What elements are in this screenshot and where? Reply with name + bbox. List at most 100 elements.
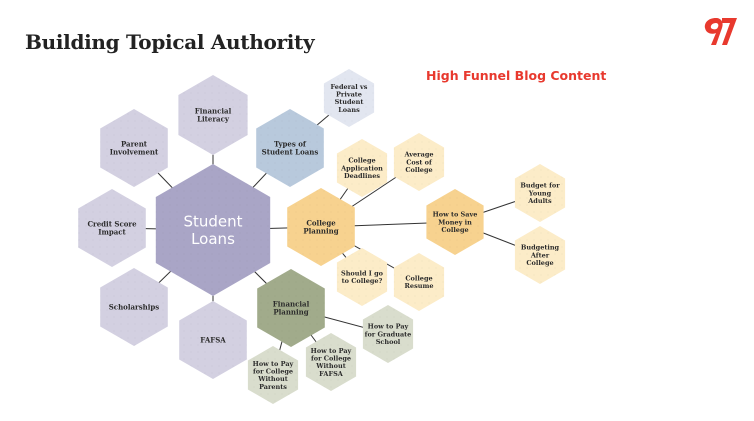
node-label-line: to College? (342, 277, 383, 285)
hexagon-texture (393, 253, 445, 311)
node-label-line: for College (253, 367, 293, 375)
node-label: FAFSA (200, 335, 226, 344)
node-label-line: Involvement (110, 148, 159, 157)
node-label-line: Planning (303, 227, 338, 236)
node-label-line: Without (315, 362, 345, 370)
hexagon-texture (336, 248, 388, 306)
hexagon-texture (257, 269, 325, 347)
logo-nine-mark (704, 18, 723, 45)
node-label: Scholarships (109, 302, 160, 311)
node-label-line: Cost of (406, 158, 433, 166)
node-label-line: Loans (338, 106, 360, 114)
node-label-line: Types of (274, 139, 307, 148)
node-label-line: Application (340, 164, 383, 172)
node-label-line: Student (335, 98, 364, 106)
node-label-line: for Graduate (365, 330, 412, 338)
node-fafsa: FAFSA (179, 301, 247, 379)
node-label-line: Financial (273, 299, 310, 308)
node-label-line: College (348, 157, 375, 165)
node-label-line: Money in (438, 218, 472, 226)
hexagon-texture (362, 305, 414, 363)
node-label-line: Adults (527, 197, 552, 205)
node-label-line: Impact (98, 228, 126, 237)
node-label-line: School (376, 338, 401, 346)
node-label-line: Federal vs (331, 83, 368, 91)
hexagon-texture (100, 268, 168, 346)
hexagon-texture (100, 109, 168, 187)
node-label-line: Average (403, 151, 433, 159)
node-label-line: How to Save (433, 211, 478, 219)
hexagon-texture (514, 226, 566, 284)
node-label-line: How to Pay (368, 323, 409, 331)
hexagon-texture (256, 109, 324, 187)
hexagon-texture (179, 301, 247, 379)
node-label-line: FAFSA (200, 335, 226, 344)
page-title: Building Topical Authority (25, 30, 315, 54)
node-label-line: Budgeting (521, 244, 560, 252)
hexagon-texture (514, 164, 566, 222)
node-label-line: Young (528, 189, 552, 197)
node-label-line: College (526, 259, 553, 267)
section-subtitle: High Funnel Blog Content (426, 68, 607, 83)
hexagon-texture (178, 75, 248, 155)
node-label-line: Deadlines (344, 172, 380, 180)
hexagon-texture (426, 189, 484, 255)
node-label-line: Should I go (341, 269, 384, 277)
node-label-line: How to Pay (311, 347, 352, 355)
node-label-line: Parents (259, 383, 287, 391)
node-label-line: Budget for (520, 182, 560, 190)
hexagon-texture (393, 133, 445, 191)
node-label-line: After (530, 251, 550, 259)
hexagon-texture (336, 139, 388, 197)
node-label-line: Resume (405, 282, 434, 290)
hexagon-texture (323, 69, 375, 127)
node-label-line: Credit Score (87, 219, 137, 228)
node-label-line: Student (183, 212, 242, 230)
node-label-line: Loans (191, 230, 235, 248)
node-label-line: Student Loans (262, 148, 319, 157)
hexagon-texture (78, 189, 146, 267)
node-label-line: College (441, 226, 468, 234)
hexagon-texture (247, 346, 299, 404)
node-label-line: Planning (273, 308, 308, 317)
logo-seven-mark (722, 18, 737, 45)
node-label-line: FAFSA (319, 370, 344, 378)
hexagon-texture (305, 333, 357, 391)
node-label-line: for College (311, 354, 351, 362)
node-label-line: College (405, 274, 432, 282)
node-label-line: Private (336, 90, 362, 98)
node-label-line: Literacy (197, 115, 230, 124)
node-label-line: College (405, 166, 432, 174)
